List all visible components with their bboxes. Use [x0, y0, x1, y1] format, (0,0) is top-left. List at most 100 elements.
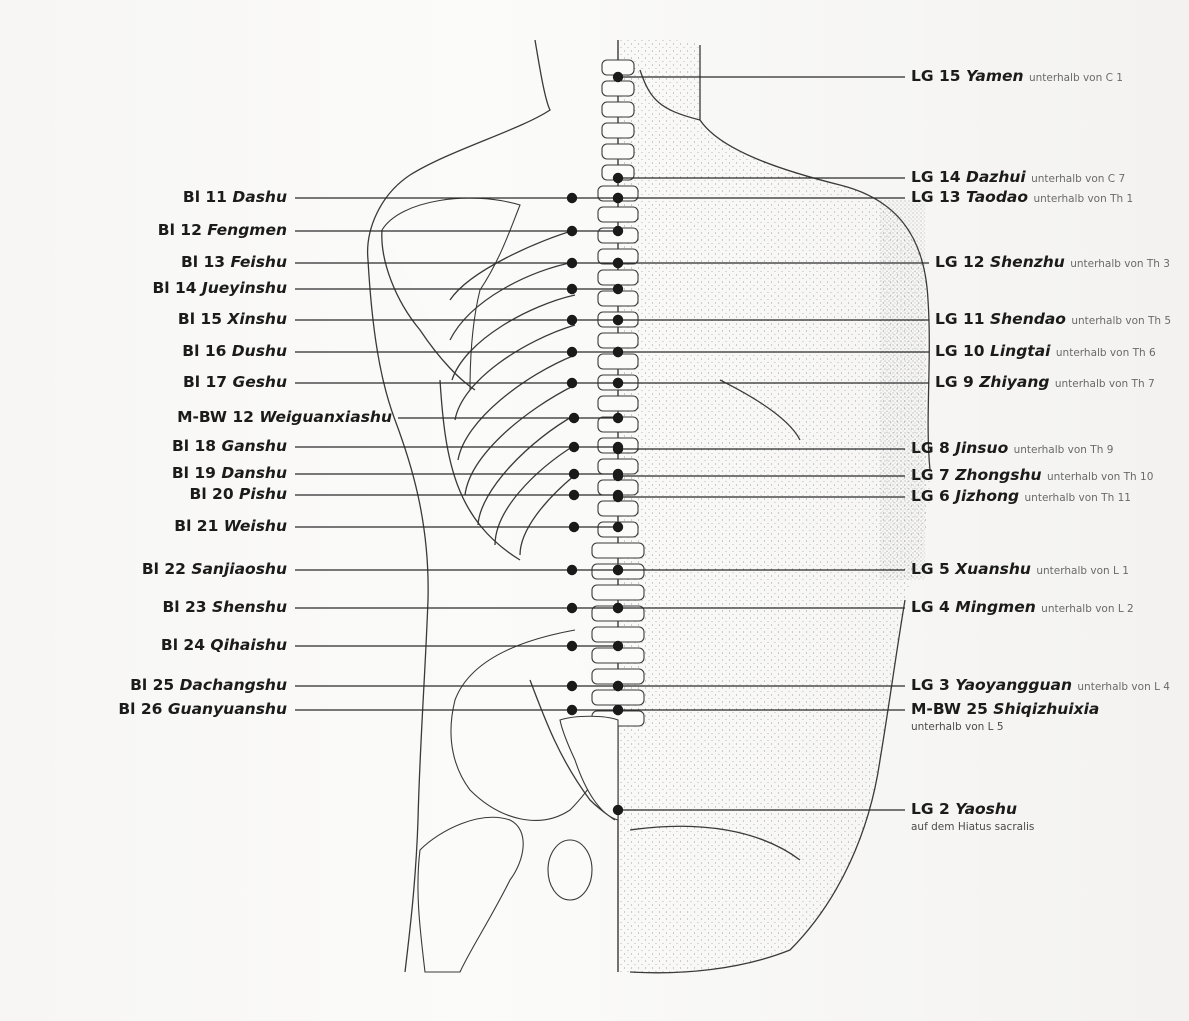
- acupoint-dot: [567, 347, 577, 357]
- acupoint-dot: [613, 492, 623, 502]
- vertebra: [592, 585, 644, 600]
- point-name: Fengmen: [207, 221, 287, 239]
- skin-half-right: [618, 39, 930, 973]
- vertebra: [602, 102, 634, 117]
- point-code: Bl 24: [161, 636, 205, 654]
- left-point-label: Bl 23 Shenshu: [162, 598, 287, 616]
- point-code: M-BW 25: [911, 700, 988, 718]
- point-code: Bl 11: [183, 188, 227, 206]
- point-location-note: unterhalb von Th 9: [1014, 444, 1114, 456]
- acupoint-dot: [613, 258, 623, 268]
- point-code: LG 10: [935, 342, 985, 360]
- acupoint-dot: [569, 469, 579, 479]
- vertebra: [598, 207, 638, 222]
- point-name: Dazhui: [966, 168, 1026, 186]
- point-name: Weishu: [224, 517, 287, 535]
- point-name: Lingtai: [990, 342, 1051, 360]
- right-point-label: LG 13 Taodao unterhalb von Th 1: [911, 188, 1133, 208]
- left-point-label: Bl 24 Qihaishu: [161, 636, 287, 654]
- acupoint-dot: [567, 193, 577, 203]
- point-name: Zhiyang: [979, 373, 1049, 391]
- vertebra: [598, 270, 638, 285]
- left-point-label: Bl 12 Fengmen: [158, 221, 287, 239]
- point-location-note: unterhalb von C 1: [1029, 72, 1123, 84]
- left-point-label: Bl 19 Danshu: [172, 464, 287, 482]
- point-code: LG 6: [911, 487, 950, 505]
- right-point-label: LG 10 Lingtai unterhalb von Th 6: [935, 342, 1156, 362]
- point-location-note: unterhalb von Th 11: [1025, 492, 1131, 504]
- point-name: Jinsuo: [955, 439, 1008, 457]
- point-name: Mingmen: [955, 598, 1036, 616]
- point-name: Guanyuanshu: [168, 700, 287, 718]
- acupoint-dot: [613, 471, 623, 481]
- point-code: LG 8: [911, 439, 950, 457]
- acupoint-dot: [567, 603, 577, 613]
- point-location-note: unterhalb von C 7: [1031, 173, 1125, 185]
- right-point-label: LG 3 Yaoyangguan unterhalb von L 4: [911, 676, 1170, 696]
- acupoint-dot: [613, 641, 623, 651]
- right-point-label: LG 7 Zhongshu unterhalb von Th 10: [911, 466, 1153, 486]
- point-name: Shenzhu: [990, 253, 1065, 271]
- acupoint-dot: [567, 315, 577, 325]
- point-code: LG 14: [911, 168, 961, 186]
- point-location-note: auf dem Hiatus sacralis: [911, 821, 1034, 833]
- left-point-label: Bl 14 Jueyinshu: [152, 279, 287, 297]
- point-name: Qihaishu: [210, 636, 287, 654]
- vertebra: [602, 123, 634, 138]
- point-code: M-BW 12: [177, 408, 254, 426]
- point-name: Jizhong: [955, 487, 1019, 505]
- point-name: Jueyinshu: [202, 279, 287, 297]
- point-name: Ganshu: [221, 437, 287, 455]
- acupoint-dot: [567, 705, 577, 715]
- point-code: Bl 13: [181, 253, 225, 271]
- acupoint-dot: [567, 378, 577, 388]
- point-code: Bl 22: [142, 560, 186, 578]
- point-name: Xuanshu: [955, 560, 1031, 578]
- point-name: Weiguanxiashu: [259, 408, 392, 426]
- left-point-label: Bl 22 Sanjiaoshu: [142, 560, 287, 578]
- acupoint-dot: [613, 378, 623, 388]
- skeleton-half-left: [368, 40, 615, 972]
- right-point-label: M-BW 25 Shiqizhuixia: [911, 700, 1099, 718]
- right-point-label: LG 12 Shenzhu unterhalb von Th 3: [935, 253, 1170, 273]
- point-name: Dushu: [232, 342, 287, 360]
- left-point-label: Bl 17 Geshu: [183, 373, 287, 391]
- point-code: Bl 18: [172, 437, 216, 455]
- point-code: Bl 12: [158, 221, 202, 239]
- right-point-label: LG 6 Jizhong unterhalb von Th 11: [911, 487, 1131, 507]
- left-point-label: M-BW 12 Weiguanxiashu: [177, 408, 392, 426]
- point-code: LG 11: [935, 310, 985, 328]
- right-point-label: LG 14 Dazhui unterhalb von C 7: [911, 168, 1125, 188]
- left-point-label: Bl 21 Weishu: [174, 517, 287, 535]
- acupoint-dot: [613, 173, 623, 183]
- point-name: Pishu: [239, 485, 287, 503]
- point-location-note: unterhalb von L 5: [911, 721, 1004, 733]
- right-point-label: LG 2 Yaoshu: [911, 800, 1017, 818]
- acupoint-dot: [569, 522, 579, 532]
- acupoint-dot: [613, 603, 623, 613]
- left-point-label: Bl 13 Feishu: [181, 253, 287, 271]
- right-point-label: LG 4 Mingmen unterhalb von L 2: [911, 598, 1134, 618]
- acupoint-dot: [613, 522, 623, 532]
- point-name: Yaoshu: [955, 800, 1017, 818]
- vertebra: [598, 333, 638, 348]
- acupoint-dot: [567, 258, 577, 268]
- point-location-note: unterhalb von Th 5: [1071, 315, 1171, 327]
- acupoint-dot: [567, 284, 577, 294]
- point-name: Dashu: [232, 188, 287, 206]
- acupoint-dot: [613, 193, 623, 203]
- acupoint-dot: [567, 681, 577, 691]
- point-name: Danshu: [221, 464, 287, 482]
- point-name: Taodao: [966, 188, 1028, 206]
- point-code: Bl 21: [174, 517, 218, 535]
- vertebra: [592, 543, 644, 558]
- vertebra: [602, 81, 634, 96]
- right-point-label: LG 9 Zhiyang unterhalb von Th 7: [935, 373, 1155, 393]
- point-name: Shiqizhuixia: [993, 700, 1099, 718]
- acupoint-dot: [613, 413, 623, 423]
- point-code: LG 5: [911, 560, 950, 578]
- point-location-note: unterhalb von Th 7: [1055, 378, 1155, 390]
- right-point-label: LG 8 Jinsuo unterhalb von Th 9: [911, 439, 1113, 459]
- left-point-label: Bl 15 Xinshu: [178, 310, 287, 328]
- point-name: Shendao: [990, 310, 1066, 328]
